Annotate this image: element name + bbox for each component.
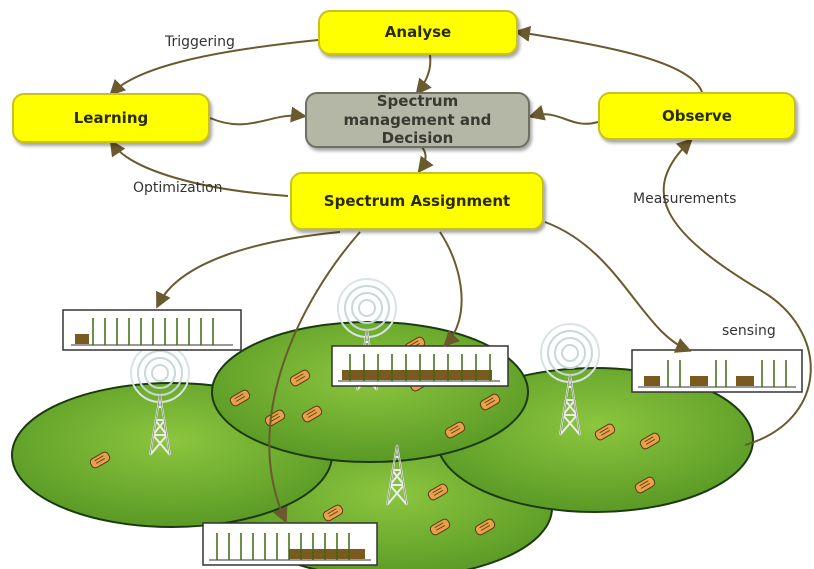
observe-label: Observe xyxy=(662,106,732,125)
sensing-label: sensing xyxy=(722,323,776,339)
arrow-assignment-to-left-panel xyxy=(156,231,341,309)
arrow-analyse-to-decision xyxy=(415,54,432,96)
arrow-decision-to-assignment xyxy=(417,146,434,174)
spectrum-assignment-label: Spectrum Assignment xyxy=(323,191,511,210)
learning-node: Learning xyxy=(12,93,210,143)
learning-label: Learning xyxy=(73,108,149,127)
spectrum-panel-center xyxy=(331,345,509,387)
spectrum-panel-right xyxy=(631,349,803,393)
spectrum-assignment-node: Spectrum Assignment xyxy=(290,172,544,230)
spectrum-panel-bottom xyxy=(202,522,378,566)
spectrum-panel-left xyxy=(62,309,242,351)
arrow-assignment-to-right-panel xyxy=(544,221,692,353)
arrow-analyse-to-learning xyxy=(109,39,319,96)
spectrum-management-node: Spectrum management and Decision xyxy=(305,92,530,148)
analyse-node: Analyse xyxy=(318,10,518,55)
arrow-assignment-to-bottom-panel xyxy=(268,231,361,524)
arrow-assignment-to-center-panel xyxy=(439,231,463,347)
observe-node: Observe xyxy=(598,92,796,140)
analyse-label: Analyse xyxy=(384,23,452,42)
arrow-sensing-to-observe xyxy=(662,138,812,446)
arrow-observe-to-analyse xyxy=(514,25,703,93)
flow-arrows xyxy=(109,25,812,524)
arrow-observe-to-decision xyxy=(528,105,599,125)
arrow-learning-to-decision xyxy=(209,106,307,126)
triggering-label: Triggering xyxy=(165,34,235,50)
measurements-label: Measurements xyxy=(633,191,737,207)
arrow-assignment-to-learning xyxy=(109,139,289,197)
optimization-label: Optimization xyxy=(133,180,223,196)
spectrum-management-label: Spectrum management and Decision xyxy=(343,91,492,148)
